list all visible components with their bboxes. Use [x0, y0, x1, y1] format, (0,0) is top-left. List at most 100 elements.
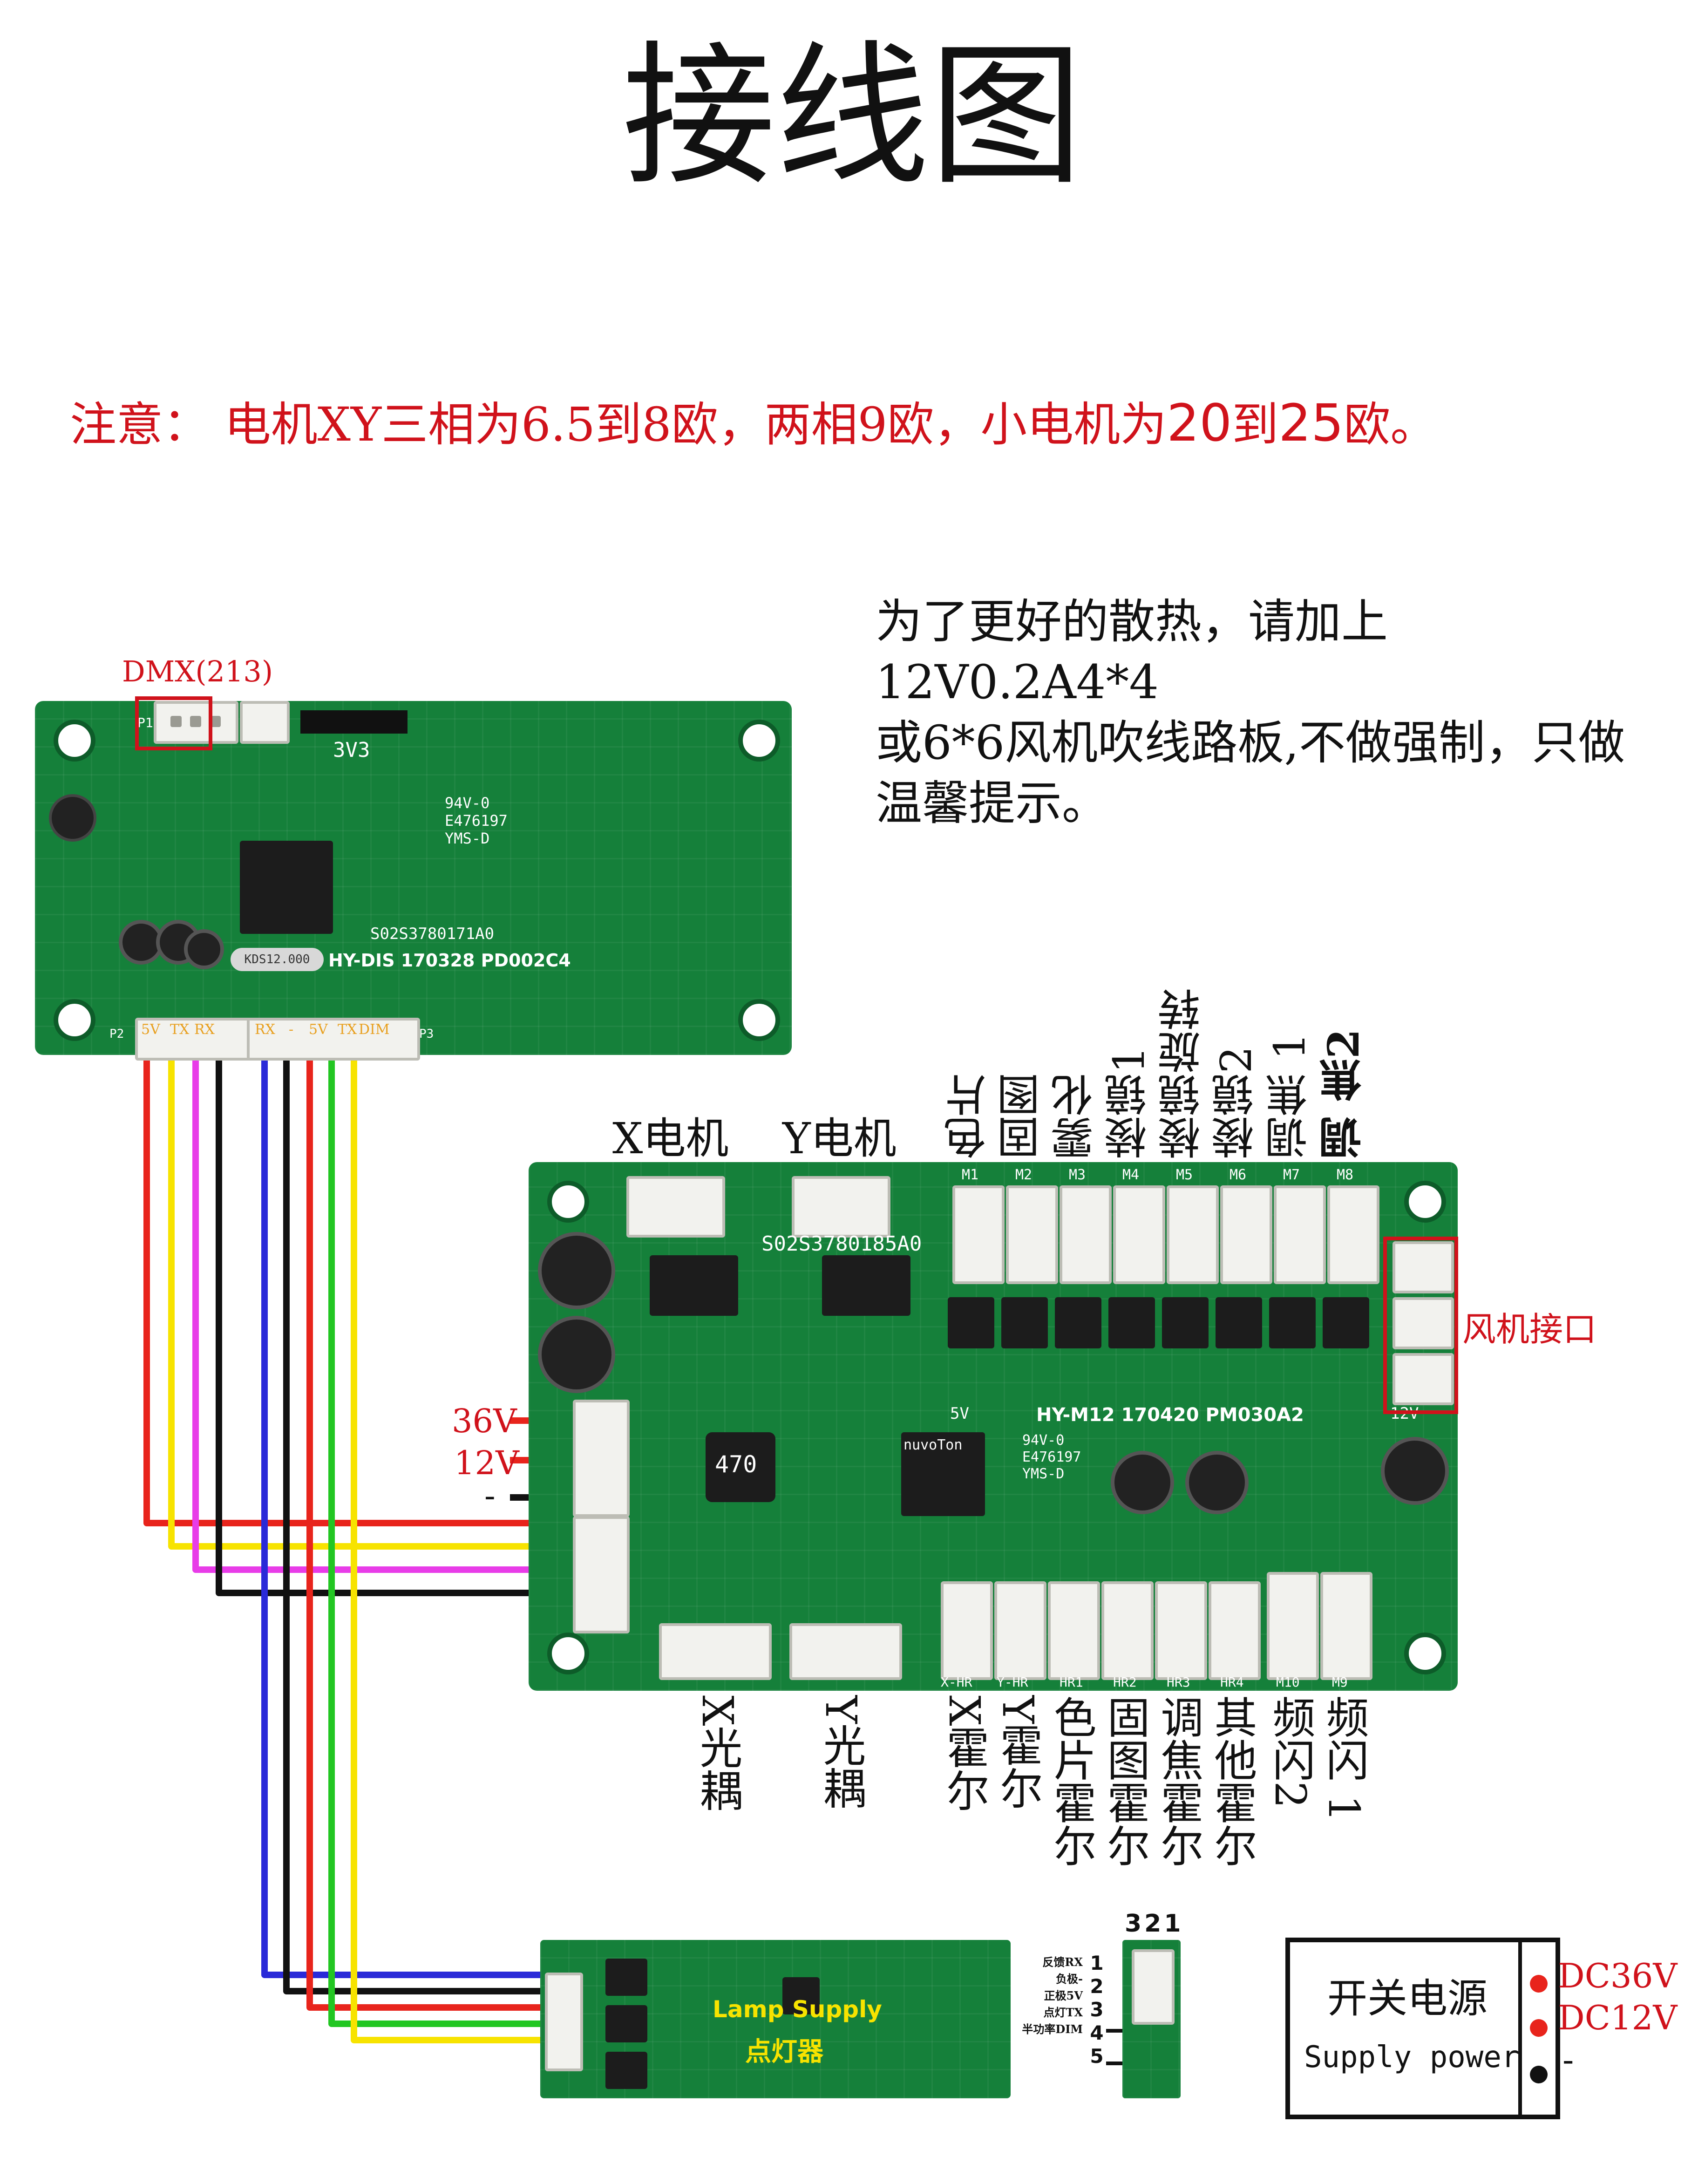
- note-num-1: 20: [1167, 393, 1232, 453]
- display-voltage-label: 3V3: [333, 738, 370, 762]
- fan-highlight-box: [1383, 1237, 1458, 1414]
- m3-connector[interactable]: [1060, 1185, 1112, 1284]
- display-p2-connector[interactable]: [135, 1018, 252, 1061]
- x-motor-connector[interactable]: [626, 1176, 725, 1238]
- m8-code: M8: [1337, 1167, 1354, 1183]
- hr1-connector[interactable]: [1048, 1581, 1100, 1680]
- hr4-connector[interactable]: [1209, 1581, 1261, 1680]
- m7-code: M7: [1283, 1167, 1300, 1183]
- lamp-relay-3: [605, 2052, 647, 2089]
- label-focus-hall: 调焦霍尔: [1154, 1695, 1203, 1867]
- y-hall-connector[interactable]: [994, 1581, 1046, 1680]
- dmx-connector[interactable]: [154, 701, 238, 744]
- wire-black-gnd: [216, 1043, 571, 1596]
- main-cap-2: [538, 1316, 615, 1393]
- x-hall-connector[interactable]: [941, 1581, 993, 1680]
- yhr-code: Y-HR: [997, 1674, 1028, 1690]
- m7-connector[interactable]: [1274, 1185, 1326, 1284]
- lamp-input-connector[interactable]: [545, 1973, 583, 2071]
- lamp-supply-board: Lamp Supply 点灯器: [540, 1940, 1011, 2098]
- label-gobo: 固图: [997, 1074, 1047, 1159]
- y-opto-connector[interactable]: [789, 1623, 902, 1680]
- main-mcu-brand: nuvoTon: [903, 1437, 963, 1453]
- output-gnd: -: [1562, 2040, 1574, 2079]
- hr2-code: HR2: [1113, 1674, 1137, 1690]
- power-connector[interactable]: [573, 1400, 630, 1517]
- m9-connector[interactable]: [1320, 1572, 1372, 1680]
- label-color-hall: 色片霍尔: [1046, 1695, 1096, 1867]
- wire-black-neg: [283, 1043, 547, 1994]
- display-serial: S02S3780171A0: [370, 925, 495, 943]
- pin-rx-right-label: RX: [255, 1021, 275, 1038]
- signal-connector[interactable]: [573, 1516, 630, 1633]
- display-p3-label: P3: [419, 1027, 434, 1041]
- label-gnd: -: [484, 1476, 496, 1515]
- main-cap-right: [1381, 1437, 1449, 1505]
- lamp-aux-board: [1122, 1940, 1181, 2098]
- pin-rx-label: RX: [194, 1021, 215, 1038]
- lamp-ic: [782, 1977, 820, 2014]
- hint-line-2: 或6*6风机吹线路板,不做强制，只做: [876, 715, 1625, 770]
- main-cap-470-1: [1111, 1451, 1174, 1514]
- label-color-wheel: 色片: [944, 1074, 993, 1159]
- display-p1-label: P1: [137, 715, 153, 730]
- y-motor-label: Y电机: [782, 1114, 897, 1163]
- lamp-pin-desc-3: 正极5V: [1044, 1989, 1083, 2002]
- m3-code: M3: [1069, 1167, 1086, 1183]
- power-supply-en: Supply power: [1304, 2040, 1520, 2075]
- fan-connector-1[interactable]: [1393, 1241, 1454, 1293]
- hr3-connector[interactable]: [1155, 1581, 1207, 1680]
- m8-connector[interactable]: [1327, 1185, 1379, 1284]
- hr2-connector[interactable]: [1101, 1581, 1154, 1680]
- y-motor-connector[interactable]: [792, 1176, 890, 1238]
- m6-driver: [1216, 1297, 1262, 1348]
- display-p3-connector[interactable]: [247, 1018, 420, 1061]
- warning-note: 注意： 电机XY三相为6.5到8欧，两相9欧，小电机为20到25欧。: [70, 387, 1437, 454]
- label-strobe-1: 频闪 1: [1319, 1695, 1369, 1822]
- lamp-relay-1: [605, 1959, 647, 1996]
- lamp-supply-cn: 点灯器: [745, 2036, 823, 2067]
- terminal-gnd: [1530, 2066, 1548, 2083]
- inductor-label: 470: [715, 1451, 757, 1478]
- note-to: 到: [1232, 397, 1279, 452]
- m2-connector[interactable]: [1006, 1185, 1058, 1284]
- label-y-hall: Y霍尔: [993, 1695, 1043, 1810]
- fan-connector-3[interactable]: [1393, 1353, 1454, 1405]
- label-x-opto: X光耦: [693, 1695, 742, 1812]
- display-p2-label: P2: [109, 1027, 124, 1041]
- m6-connector[interactable]: [1220, 1185, 1272, 1284]
- lamp-output-connector[interactable]: [1132, 1949, 1175, 2025]
- power-supply-body: [1290, 1942, 1522, 2115]
- power-supply-cn: 开关电源: [1327, 1975, 1488, 2022]
- m1-code: M1: [962, 1167, 979, 1183]
- m4-connector[interactable]: [1113, 1185, 1165, 1284]
- label-strobe-2: 频闪2: [1265, 1695, 1315, 1809]
- pin-5v-label: 5V: [141, 1021, 160, 1038]
- label-prism-2: 棱镜2: [1211, 1046, 1261, 1159]
- m1-connector[interactable]: [952, 1185, 1005, 1284]
- m9-code: M9: [1332, 1674, 1348, 1690]
- fan-connector-2[interactable]: [1393, 1297, 1454, 1349]
- terminal-36v: [1530, 1975, 1548, 1993]
- lamp-relay-2: [605, 2005, 647, 2042]
- m5-connector[interactable]: [1167, 1185, 1219, 1284]
- display-board-name: HY-DIS 170328 PD002C4: [328, 950, 571, 971]
- m2-code: M2: [1015, 1167, 1033, 1183]
- lamp-pin-legend: 反馈RX 负极- 正极5V 点灯TX 半功率DIM: [1018, 1954, 1083, 2038]
- y-driver-chip: [822, 1255, 910, 1316]
- label-frost: 雾化: [1051, 1074, 1100, 1159]
- display-aux-connector[interactable]: [240, 701, 290, 744]
- m4-driver: [1108, 1297, 1155, 1348]
- wire-red-5v-lamp: [306, 1043, 547, 2011]
- wire-blue-rx: [261, 1043, 547, 1978]
- x-opto-connector[interactable]: [659, 1623, 772, 1680]
- dmx-highlight-box: [135, 696, 212, 750]
- x-motor-label: X电机: [612, 1114, 729, 1163]
- cooling-hint: 为了更好的散热，请加上12V0.2A4*4 或6*6风机吹线路板,不做强制，只做…: [876, 592, 1667, 834]
- m10-connector[interactable]: [1267, 1572, 1319, 1680]
- hr3-code: HR3: [1167, 1674, 1190, 1690]
- m6-code: M6: [1230, 1167, 1247, 1183]
